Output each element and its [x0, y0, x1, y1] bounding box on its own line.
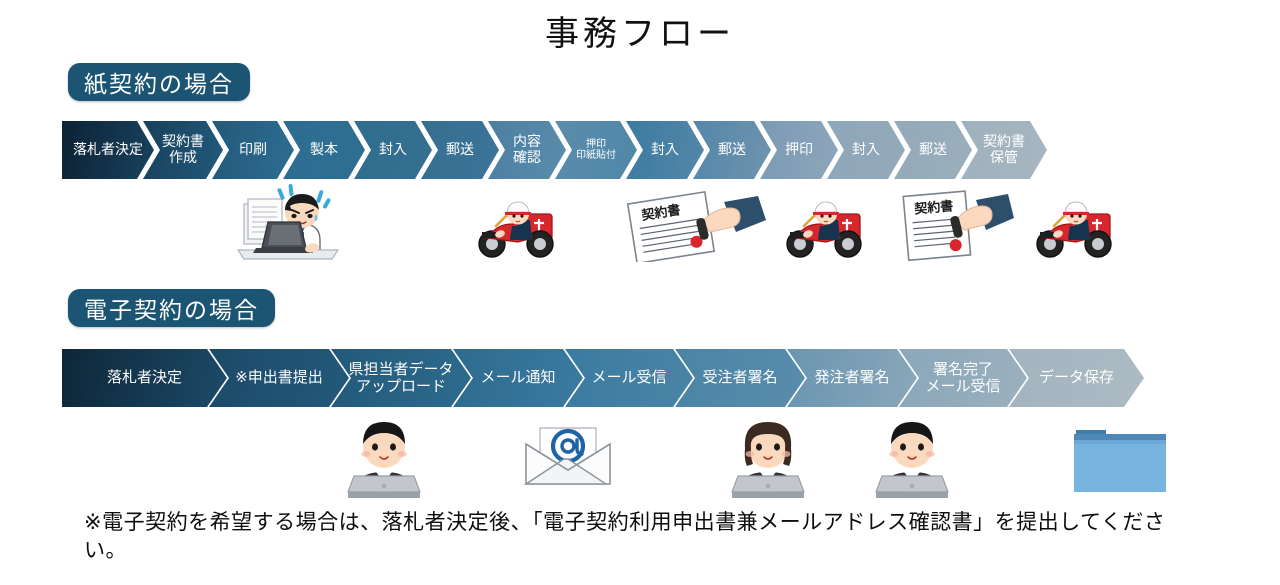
- flow-step: 契約書作成: [143, 121, 223, 179]
- flow-step-line: 封入: [651, 141, 679, 158]
- postal-delivery-scooter-illustration-2: [782, 192, 870, 262]
- woman-at-laptop-illustration: [722, 414, 814, 498]
- flow-step-label: 郵送: [714, 142, 750, 158]
- postal-delivery-scooter-illustration-1: [474, 192, 562, 262]
- flow-step-line: 落札者決定: [73, 141, 143, 158]
- contract-stamping-hand-illustration-2: 契約書: [900, 188, 1014, 264]
- footnote-text: ※電子契約を希望する場合は、落札者決定後、「電子契約利用申出書兼メールアドレス確…: [84, 510, 1166, 563]
- flow-step-label: 契約書保管: [979, 134, 1029, 166]
- flow-step: 封入: [827, 121, 905, 179]
- flow-step: 受注者署名: [675, 349, 805, 407]
- flow-step: 封入: [626, 121, 704, 179]
- flow-step-line: 封入: [852, 141, 880, 158]
- flow-step: 印刷: [212, 121, 294, 179]
- flow-step-line: 作成: [169, 150, 197, 166]
- flow-step-label: 封入: [848, 142, 884, 158]
- flow-step-label: 内容確認: [509, 134, 545, 166]
- flow-step-label: 落札者決定: [69, 142, 147, 158]
- flow-step-line: 押印: [785, 141, 813, 158]
- flow-step-line: 落札者決定: [106, 368, 182, 387]
- flow-step: 内容確認: [488, 121, 566, 179]
- flow-step-line: 印紙貼付: [576, 150, 616, 161]
- flow-step-label: 契約書作成: [158, 134, 208, 166]
- flow-step-line: 署名完了: [932, 359, 993, 378]
- svg-text:契約書: 契約書: [641, 202, 682, 224]
- flow-step-label: 県担当者データアップロード: [344, 361, 457, 396]
- flow-step-line: データ保存: [1038, 368, 1114, 387]
- email-envelope-at-icon: [522, 420, 614, 492]
- flow-step-label: データ保存: [1035, 369, 1118, 386]
- flow-step-line: 契約書: [983, 133, 1025, 150]
- flow-step-label: 署名完了メール受信: [921, 361, 1004, 396]
- flow-step: ※申出書提出: [209, 349, 349, 407]
- man-at-laptop-illustration-1: [338, 414, 430, 498]
- flow-step-label: 製本: [306, 142, 342, 158]
- flow-step-label: 受注者署名: [698, 369, 781, 386]
- flow-step: 封入: [354, 121, 432, 179]
- flow-step-label: 封入: [375, 142, 411, 158]
- flow-step: 押印印紙貼付: [555, 121, 637, 179]
- flow-step-label: 押印印紙貼付: [572, 139, 620, 162]
- flow-step-label: 印刷: [235, 142, 271, 158]
- flow-step-line: 封入: [379, 141, 407, 158]
- paper-contract-flow: 落札者決定契約書作成印刷製本封入郵送内容確認押印印紙貼付封入郵送押印封入郵送契約…: [62, 121, 1036, 179]
- digital-contract-flow: 落札者決定 ※申出書提出 県担当者データアップロード メール通知 メール受信 受注者署名 発…: [62, 349, 1126, 407]
- contract-stamping-hand-illustration-1: 契約書: [624, 188, 768, 262]
- flow-step-line: 発注者署名: [814, 368, 890, 387]
- flow-step: 押印: [760, 121, 838, 179]
- flow-step-line: 県担当者データ: [348, 359, 454, 378]
- flow-step-line: 内容: [513, 133, 541, 150]
- postal-delivery-scooter-illustration-3: [1032, 192, 1120, 262]
- flow-step-label: 郵送: [442, 142, 478, 158]
- flow-step-label: メール通知: [476, 369, 559, 386]
- svg-text:契約書: 契約書: [914, 198, 954, 217]
- section-header-paper-contract: 紙契約の場合: [68, 63, 250, 101]
- office-worker-laptop-papers-illustration: [232, 182, 344, 266]
- flow-step-label: メール受信: [587, 369, 670, 386]
- flow-step-line: 保管: [990, 150, 1018, 166]
- flow-step-line: 郵送: [919, 141, 947, 158]
- flow-step: 発注者署名: [787, 349, 917, 407]
- flow-step-line: メール受信: [925, 377, 1001, 395]
- flow-step: 落札者決定: [62, 121, 154, 179]
- page-title: 事務フロー: [545, 14, 735, 54]
- flow-step-label: 発注者署名: [810, 369, 893, 386]
- flow-step: 契約書保管: [961, 121, 1047, 179]
- flow-step-line: 郵送: [446, 141, 474, 158]
- flow-step-label: 押印: [781, 142, 817, 158]
- flow-step-line: 契約書: [162, 133, 204, 150]
- flow-step-label: 封入: [647, 142, 683, 158]
- flow-step: 署名完了メール受信: [899, 349, 1027, 407]
- flow-step: 郵送: [693, 121, 771, 179]
- blue-folder-icon: [1070, 418, 1170, 498]
- flow-step-line: 製本: [310, 141, 338, 158]
- flow-step: 製本: [283, 121, 365, 179]
- flow-step: 県担当者データアップロード: [331, 349, 471, 407]
- flow-step-line: 印刷: [239, 141, 267, 158]
- flow-step-line: 受注者署名: [702, 368, 778, 387]
- flow-step-line: アップロード: [355, 377, 446, 395]
- flow-step-line: 確認: [513, 150, 541, 166]
- flow-step-line: 郵送: [718, 141, 746, 158]
- flow-step-line: メール受信: [591, 368, 667, 387]
- flow-step-line: メール通知: [480, 368, 556, 387]
- flow-step-label: 郵送: [915, 142, 951, 158]
- section-header-digital-label: 電子契約の場合: [84, 298, 259, 324]
- flow-step-label: ※申出書提出: [231, 369, 327, 386]
- flow-step: 郵送: [894, 121, 972, 179]
- flow-step: データ保存: [1009, 349, 1144, 407]
- flow-step: メール通知: [453, 349, 583, 407]
- section-header-digital-contract: 電子契約の場合: [68, 289, 275, 327]
- flow-step-label: 落札者決定: [103, 369, 186, 386]
- flow-step-line: 押印: [586, 138, 606, 150]
- flow-step: メール受信: [565, 349, 693, 407]
- flow-step-line: ※申出書提出: [235, 368, 323, 387]
- section-header-paper-label: 紙契約の場合: [84, 72, 234, 98]
- flow-step: 郵送: [421, 121, 499, 179]
- man-at-laptop-illustration-2: [866, 414, 958, 498]
- flow-step: 落札者決定: [62, 349, 227, 407]
